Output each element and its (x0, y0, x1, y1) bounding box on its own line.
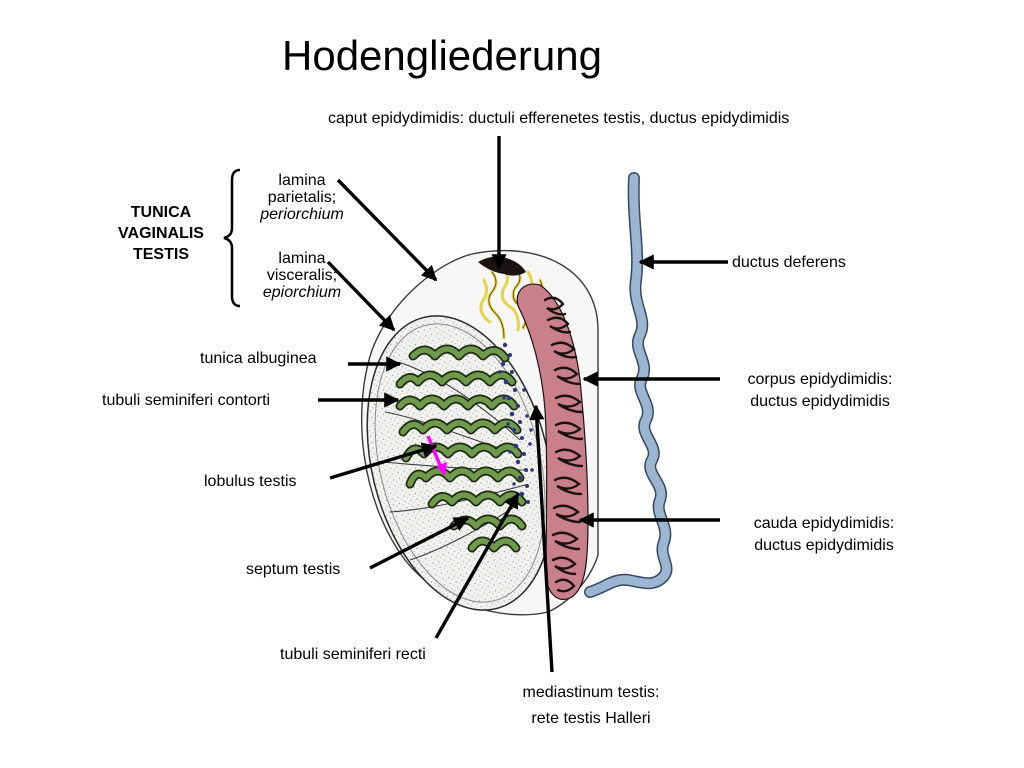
label-mediastinum-line1: mediastinum testis: (522, 684, 660, 701)
arrow-lamina-parietalis (336, 178, 438, 282)
label-cauda-line2: ductus epidydimidis (754, 537, 894, 554)
label-corpus-line2: ductus epidydimidis (750, 393, 890, 410)
label-tunica-line2: VAGINALIS (118, 225, 204, 242)
arrow-lobulus (329, 442, 438, 480)
label-cauda-line1: cauda epidydimidis: (753, 515, 895, 532)
label-periorchium: periorchium (260, 206, 344, 223)
label-tubuli-seminiferi-recti: tubuli seminiferi recti (280, 646, 426, 663)
arrow-tubuli-recti (434, 492, 520, 639)
arrow-septum (369, 516, 470, 570)
label-lamina-parietalis-line2: parietalis; (267, 189, 337, 206)
label-ductus-deferens: ductus deferens (732, 254, 846, 271)
label-caput-epididymidis: caput epidydimidis: ductuli efferenetes … (328, 110, 790, 127)
label-lamina-visceralis: lamina visceralis; epiorchium (244, 250, 360, 301)
label-tunica-albuginea: tunica albuginea (200, 350, 317, 367)
label-tunica-line1: TUNICA (130, 204, 192, 221)
label-mediastinum-testis: mediastinum testis: rete testis Halleri (496, 680, 686, 732)
epididymis-coils (543, 296, 584, 593)
arrow-mediastinum (529, 404, 554, 673)
pointer-arrows (318, 136, 728, 673)
tunica-vaginalis-brace (223, 168, 241, 308)
label-corpus-line1: corpus epidydimidis: (747, 371, 893, 388)
label-tubuli-seminiferi-contorti: tubuli seminiferi contorti (102, 392, 271, 409)
ductus-deferens (584, 172, 673, 598)
label-tunica-line3: TESTIS (132, 246, 189, 263)
page-title: Hodengliederung (282, 32, 602, 79)
label-lamina-parietalis-line1: lamina (278, 172, 326, 189)
label-tunica-vaginalis-testis: TUNICA VAGINALIS TESTIS (100, 202, 222, 265)
label-septum-testis: septum testis (246, 561, 341, 578)
label-lamina-visceralis-line2: visceralis; (266, 267, 338, 284)
arrow-lamina-visceralis (326, 260, 396, 332)
label-lobulus-testis: lobulus testis (204, 473, 297, 490)
label-corpus-epididymidis: corpus epidydimidis: ductus epidydimidis (722, 369, 918, 413)
label-lamina-visceralis-line1: lamina (278, 250, 326, 267)
rete-testis (498, 342, 534, 504)
label-epiorchium: epiorchium (262, 284, 342, 301)
label-mediastinum-line2: rete testis Halleri (531, 710, 651, 727)
label-cauda-epididymidis: cauda epidydimidis: ductus epidydimidis (726, 513, 922, 557)
label-lamina-parietalis: lamina parietalis; periorchium (244, 172, 360, 223)
